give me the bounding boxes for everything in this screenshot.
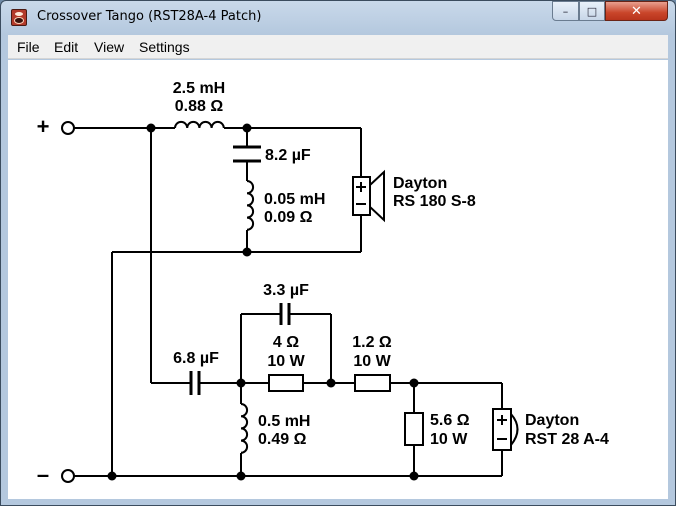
close-icon: ✕ bbox=[631, 3, 642, 19]
tweeter-bypass-capacitor[interactable]: 3.3 µF bbox=[263, 282, 309, 325]
tweeter-resistor1-power: 10 W bbox=[267, 353, 305, 370]
tweeter-resistor2-value: 1.2 Ω bbox=[352, 334, 392, 351]
woofer-notch-inductor-resistance: 0.09 Ω bbox=[264, 209, 313, 226]
woofer-notch-inductor[interactable]: 0.05 mH 0.09 Ω bbox=[246, 180, 325, 231]
tweeter-shunt-inductor-value: 0.5 mH bbox=[258, 413, 310, 430]
tweeter-driver-brand: Dayton bbox=[525, 412, 579, 429]
minus-label: – bbox=[37, 462, 49, 487]
woofer-notch-capacitor[interactable]: 8.2 µF bbox=[233, 145, 311, 164]
crossover-schematic: + – 2.5 mH 0.88 Ω 8.2 µF 0.05 mH 0.09 Ω bbox=[37, 80, 609, 487]
tweeter-bypass-capacitor-value: 3.3 µF bbox=[263, 282, 309, 299]
woofer-driver[interactable]: Dayton RS 180 S-8 bbox=[352, 169, 476, 223]
speaker-app-icon[interactable] bbox=[11, 9, 27, 26]
maximize-button[interactable]: □ bbox=[579, 1, 605, 21]
tweeter-shunt-resistor[interactable]: 5.6 Ω 10 W bbox=[404, 412, 470, 448]
woofer-driver-model: RS 180 S-8 bbox=[393, 193, 476, 210]
menu-bar: File Edit View Settings bbox=[8, 35, 668, 59]
title-bar[interactable]: Crossover Tango (RST28A-4 Patch) – □ ✕ bbox=[1, 1, 675, 35]
menu-file[interactable]: File bbox=[17, 39, 40, 55]
tweeter-driver-model: RST 28 A-4 bbox=[525, 431, 609, 448]
window-title: Crossover Tango (RST28A-4 Patch) bbox=[37, 9, 262, 24]
woofer-notch-inductor-value: 0.05 mH bbox=[264, 191, 325, 208]
tweeter-series-capacitor[interactable]: 6.8 µF bbox=[173, 350, 219, 395]
tweeter-driver[interactable]: Dayton RST 28 A-4 bbox=[492, 408, 609, 451]
tweeter-resistor-1-2-ohm[interactable]: 1.2 Ω 10 W bbox=[352, 334, 392, 392]
tweeter-resistor1-value: 4 Ω bbox=[273, 334, 299, 351]
menu-edit[interactable]: Edit bbox=[54, 39, 79, 55]
woofer-inductor-resistance: 0.88 Ω bbox=[175, 98, 224, 115]
tweeter-shunt-inductor[interactable]: 0.5 mH 0.49 Ω bbox=[240, 403, 310, 454]
plus-terminal[interactable]: + bbox=[37, 114, 75, 139]
schematic-canvas[interactable]: + – 2.5 mH 0.88 Ω 8.2 µF 0.05 mH 0.09 Ω bbox=[8, 60, 668, 499]
junctions bbox=[107, 123, 419, 481]
minimize-icon: – bbox=[562, 4, 569, 18]
plus-label: + bbox=[37, 114, 50, 139]
tweeter-series-capacitor-value: 6.8 µF bbox=[173, 350, 219, 367]
woofer-series-inductor[interactable]: 2.5 mH 0.88 Ω bbox=[173, 80, 225, 129]
tweeter-shunt-resistor-value: 5.6 Ω bbox=[430, 412, 470, 429]
woofer-driver-brand: Dayton bbox=[393, 175, 447, 192]
minimize-button[interactable]: – bbox=[552, 1, 579, 21]
minus-terminal[interactable]: – bbox=[37, 462, 75, 487]
close-button[interactable]: ✕ bbox=[605, 1, 668, 21]
tweeter-shunt-resistor-power: 10 W bbox=[430, 431, 468, 448]
woofer-capacitor-value: 8.2 µF bbox=[265, 147, 311, 164]
menu-settings[interactable]: Settings bbox=[139, 39, 190, 55]
woofer-inductor-value: 2.5 mH bbox=[173, 80, 225, 97]
tweeter-resistor2-power: 10 W bbox=[353, 353, 391, 370]
tweeter-resistor-4-ohm[interactable]: 4 Ω 10 W bbox=[267, 334, 306, 392]
menu-view[interactable]: View bbox=[94, 39, 125, 55]
tweeter-shunt-inductor-resistance: 0.49 Ω bbox=[258, 431, 307, 448]
maximize-icon: □ bbox=[586, 4, 598, 18]
